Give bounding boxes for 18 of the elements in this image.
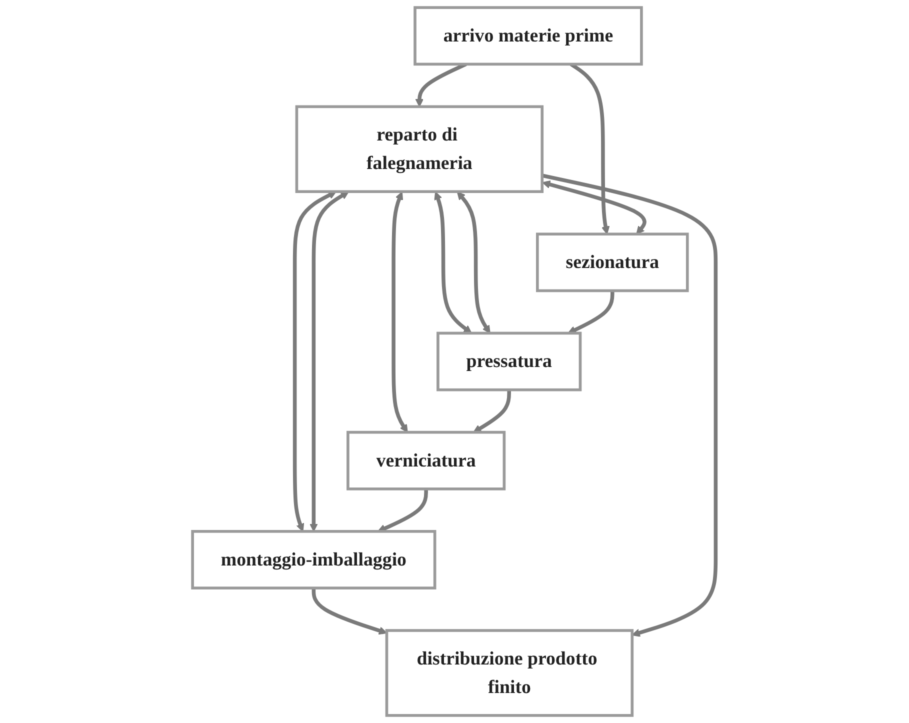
arrow xyxy=(378,488,428,532)
arrow xyxy=(312,588,388,635)
arrow xyxy=(293,191,337,532)
arrow xyxy=(542,174,718,637)
node-box: reparto di falegnameria xyxy=(296,105,544,194)
arrow xyxy=(568,290,615,334)
node-box: pressatura xyxy=(436,332,582,392)
node-box: sezionatura xyxy=(536,232,690,292)
arrow xyxy=(474,390,512,433)
arrow xyxy=(457,192,491,334)
arrow xyxy=(392,192,408,433)
node-box: verniciatura xyxy=(346,430,506,490)
arrow xyxy=(310,191,350,532)
node-box: montaggio-imballaggio xyxy=(192,530,437,590)
arrow xyxy=(542,180,647,234)
node-box: distribuzione prodotto finito xyxy=(386,629,634,717)
arrow xyxy=(434,192,472,334)
node-box: arrivo materie prime xyxy=(414,6,644,66)
